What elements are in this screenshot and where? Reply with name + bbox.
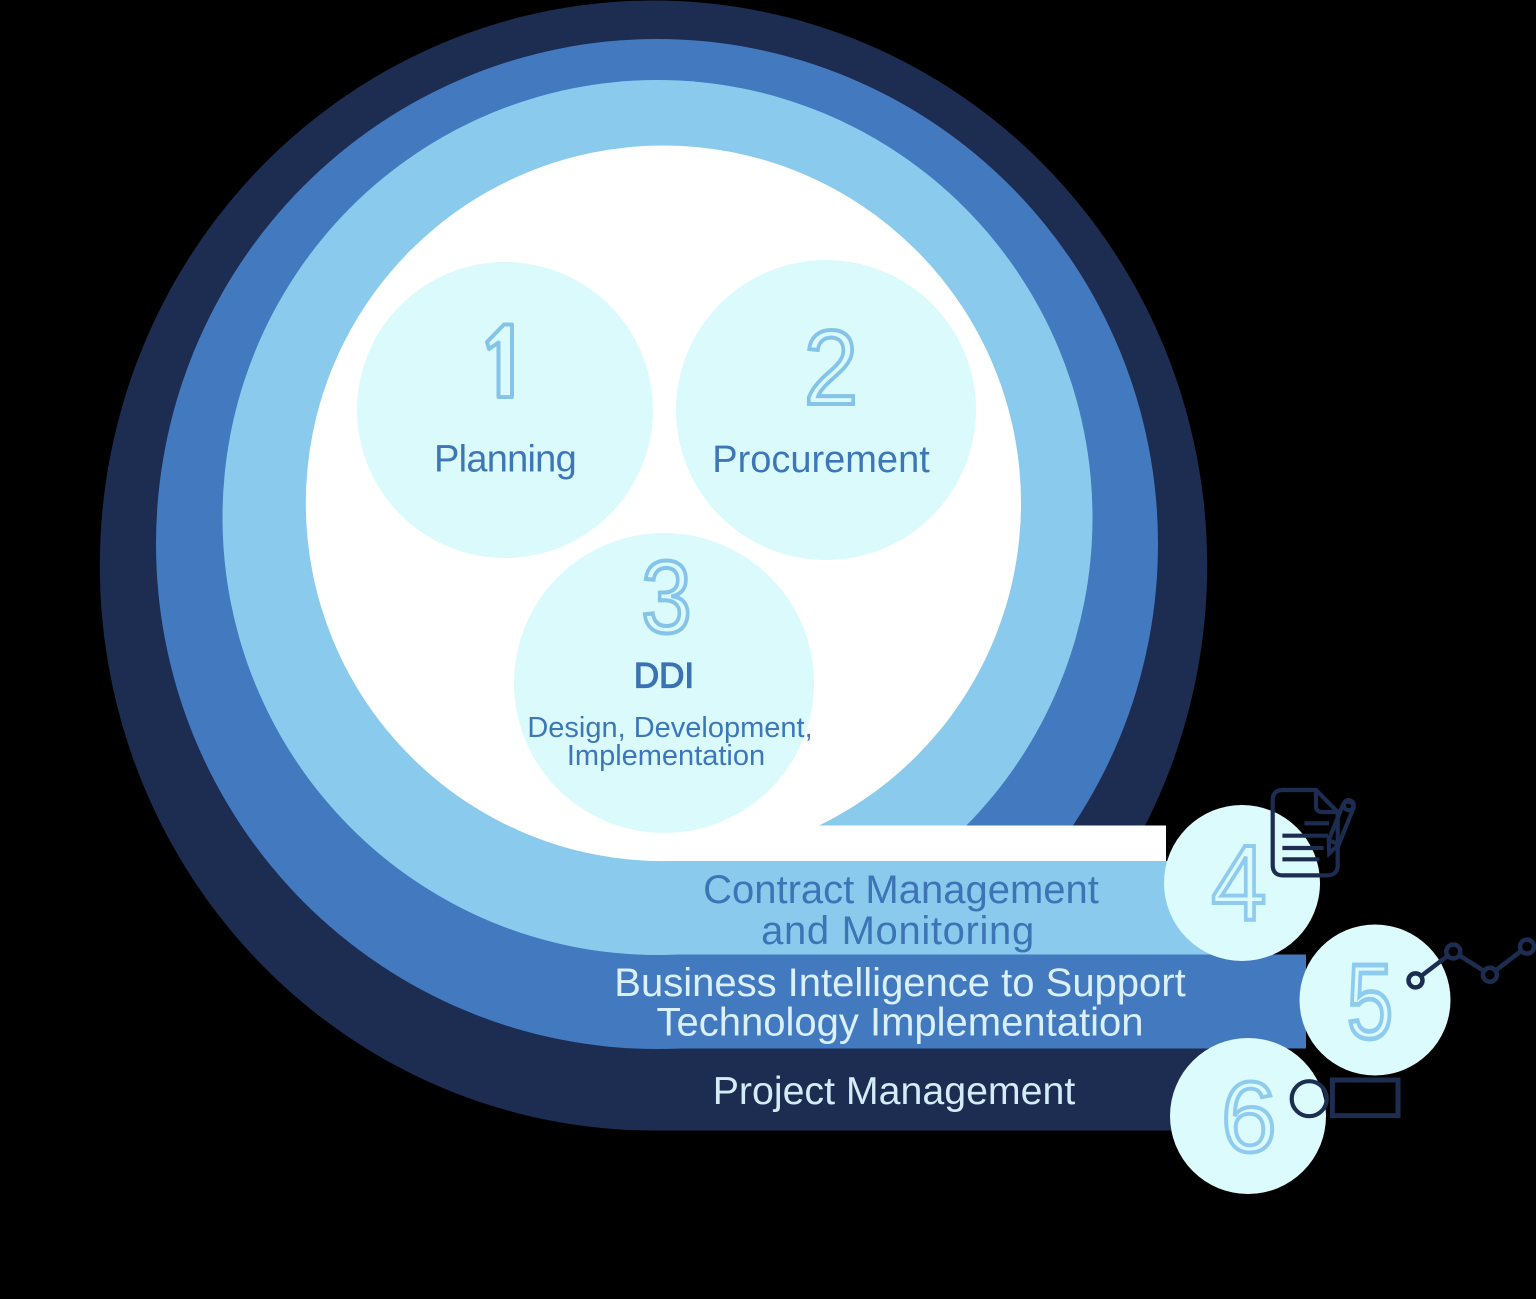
svg-text:Business Intelligence to Suppo: Business Intelligence to Support xyxy=(614,961,1185,1005)
svg-text:and Monitoring: and Monitoring xyxy=(761,909,1035,953)
svg-text:Planning: Planning xyxy=(434,439,576,481)
svg-text:DDI: DDI xyxy=(634,657,694,696)
svg-text:4: 4 xyxy=(1211,822,1266,942)
svg-text:Implementation: Implementation xyxy=(567,740,765,772)
svg-text:Procurement: Procurement xyxy=(712,439,930,481)
svg-text:6: 6 xyxy=(1221,1062,1277,1174)
svg-text:Design, Development,: Design, Development, xyxy=(527,712,812,744)
svg-text:3: 3 xyxy=(641,539,691,655)
svg-text:Technology Implementation: Technology Implementation xyxy=(657,1000,1144,1044)
svg-text:2: 2 xyxy=(804,308,858,427)
svg-text:Project Management: Project Management xyxy=(713,1069,1076,1113)
svg-text:5: 5 xyxy=(1347,943,1393,1061)
svg-text:Contract Management: Contract Management xyxy=(703,868,1099,912)
